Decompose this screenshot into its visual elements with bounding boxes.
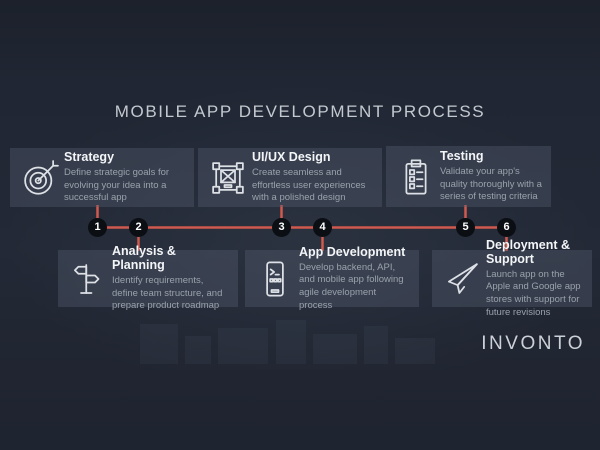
timeline-node-5: 5	[456, 218, 475, 237]
step-card-app-development: App Development Develop backend, API, an…	[245, 245, 419, 311]
background-skyline	[0, 318, 600, 364]
step-card-strategy: Strategy Define strategic goals for evol…	[10, 148, 194, 207]
step-card-analysis-planning: Analysis & Planning Identify requirement…	[58, 244, 238, 311]
step-title: Deployment & Support	[486, 237, 571, 266]
step-title: Strategy	[64, 150, 115, 165]
step-title: Analysis & Planning	[112, 244, 176, 273]
step-description: Create seamless and effortless user expe…	[252, 167, 366, 204]
timeline-node-1: 1	[88, 218, 107, 237]
step-description: Develop backend, API, and mobile app fol…	[299, 261, 404, 311]
timeline-node-6: 6	[497, 218, 516, 237]
step-description: Identify requirements, define team struc…	[112, 275, 223, 312]
target-dart-icon	[16, 157, 64, 199]
step-description: Launch app on the Apple and Google app s…	[486, 268, 581, 318]
signpost-icon	[64, 258, 112, 300]
step-card-testing: Testing Validate your app's quality thor…	[386, 146, 551, 207]
timeline-connector-6	[505, 229, 508, 251]
artboard-icon	[204, 157, 252, 199]
timeline-connector-1	[96, 205, 99, 226]
timeline-connector-5	[464, 205, 467, 226]
timeline-connector-3	[280, 205, 283, 226]
step-title: Testing	[440, 149, 484, 164]
clipboard-checklist-icon	[392, 156, 440, 198]
timeline-connector-4	[321, 229, 324, 251]
step-description: Validate your app's quality thoroughly w…	[440, 166, 542, 203]
timeline-node-4: 4	[313, 218, 332, 237]
paper-plane-icon	[438, 258, 486, 300]
step-title: App Development	[299, 244, 406, 259]
invonto-logo: INVONTO	[481, 333, 585, 354]
step-description: Define strategic goals for evolving your…	[64, 167, 170, 204]
timeline-connector-2	[137, 229, 140, 251]
step-card-deployment-support: Deployment & Support Launch app on the A…	[432, 238, 592, 318]
phone-code-icon	[251, 258, 299, 300]
timeline-line	[97, 226, 507, 229]
timeline-node-2: 2	[129, 218, 148, 237]
step-card-uiux-design: UI/UX Design Create seamless and effortl…	[198, 148, 382, 207]
timeline-node-3: 3	[272, 218, 291, 237]
step-title: UI/UX Design	[252, 150, 331, 165]
page-title: MOBILE APP DEVELOPMENT PROCESS	[114, 102, 486, 121]
